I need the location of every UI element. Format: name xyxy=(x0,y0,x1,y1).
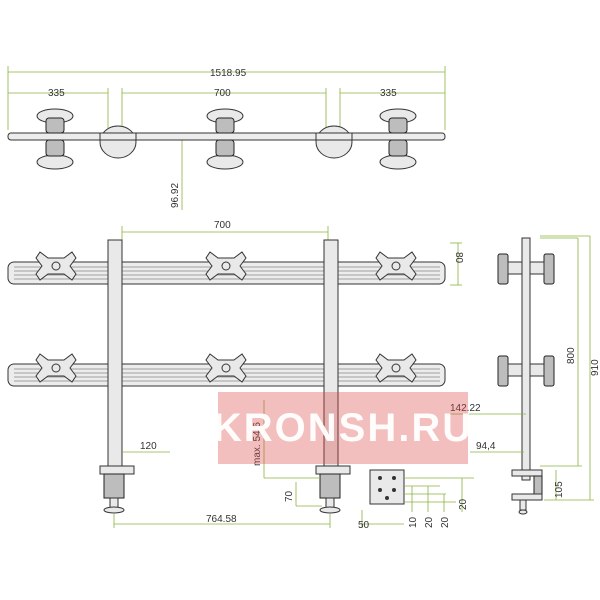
vesa-plate-lower-mid xyxy=(205,353,247,383)
top-arm-group-left xyxy=(36,108,74,170)
watermark-logo: KRONSH.RU xyxy=(213,392,471,464)
dim-right-label: 335 xyxy=(380,88,397,99)
dim-plate-20b-label: 20 xyxy=(440,516,451,528)
side-pole xyxy=(521,237,531,481)
dim-depth-label: 96.92 xyxy=(170,183,181,208)
vesa-plate-upper-mid xyxy=(205,251,247,281)
dim-base-width-label: 764.58 xyxy=(206,514,237,525)
pole-left xyxy=(107,239,123,473)
collar-band xyxy=(99,132,137,141)
top-view: 1518.95 335 700 335 96.92 xyxy=(7,66,446,210)
dim-side-142-label: 142.22 xyxy=(450,403,481,414)
pole-collar-right xyxy=(315,125,353,159)
pole-collar-left xyxy=(99,125,137,159)
dim-front-span-label: 700 xyxy=(214,220,231,231)
front-view: 700 80 xyxy=(7,220,464,528)
dim-plate-50-label: 50 xyxy=(358,520,370,531)
dim-rail-height-label: 80 xyxy=(453,252,464,264)
vesa-plate-lower-left xyxy=(35,353,77,383)
vesa-plate-lower-right xyxy=(375,353,417,383)
base-clamp-right xyxy=(315,465,351,514)
collar-band xyxy=(315,132,353,141)
top-arm-group-mid xyxy=(206,108,244,170)
dim-plate-10-label: 10 xyxy=(408,516,419,528)
dim-left-label: 335 xyxy=(48,88,65,99)
dim-pole-offset-label: 120 xyxy=(140,441,157,452)
top-rail xyxy=(7,132,446,141)
dim-max-clamp-label: max. 54,6 xyxy=(252,422,263,466)
dim-side-800-label: 800 xyxy=(566,347,577,364)
side-view: 800 910 142.22 94,4 105 xyxy=(448,235,600,515)
dim-clamp-70-label: 70 xyxy=(284,490,295,502)
dim-plate-20c-label: 20 xyxy=(458,498,469,510)
dim-plate-20a-label: 20 xyxy=(424,516,435,528)
dim-side-105-label: 105 xyxy=(554,481,565,498)
top-arm-group-right xyxy=(379,108,417,170)
dim-total-label: 1518.95 xyxy=(210,68,247,79)
vesa-plate-upper-left xyxy=(35,251,77,281)
base-clamp-left xyxy=(99,465,135,514)
dim-side-910-label: 910 xyxy=(590,359,600,376)
dim-side-94-label: 94,4 xyxy=(476,441,496,452)
dim-mid-label: 700 xyxy=(214,88,231,99)
mount-plate-detail: 50 10 20 20 20 xyxy=(358,469,474,531)
vesa-plate-upper-right xyxy=(375,251,417,281)
